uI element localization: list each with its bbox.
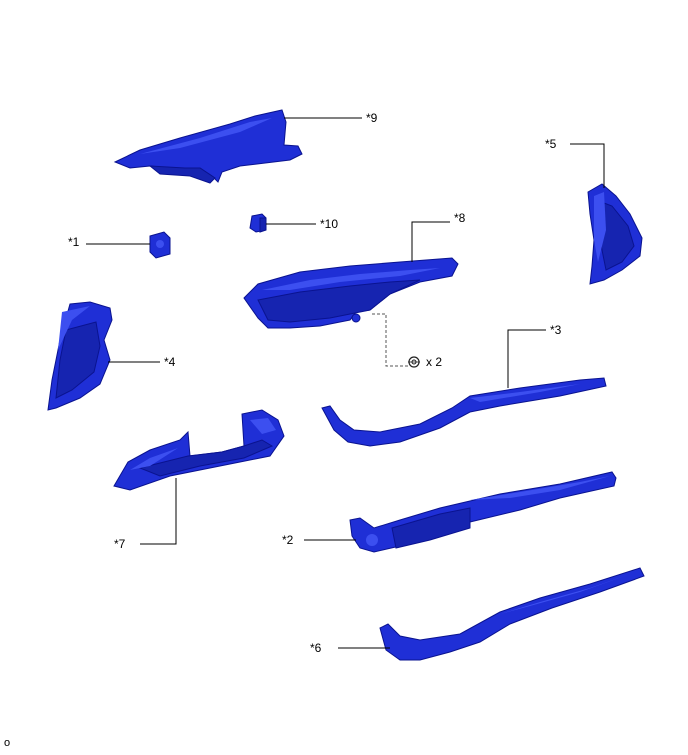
part-6-callout: *6 [310,641,322,655]
screw-icon [408,356,420,368]
part-3-leader [507,329,546,388]
part-8-leader [411,221,450,262]
part-5-illustration [587,183,643,285]
part-2-callout: *2 [282,533,294,547]
part-3-illustration [321,377,607,447]
part-7-leader [140,478,177,545]
part-7-illustration [113,409,285,491]
part-8-illustration [243,257,459,329]
part-6-illustration [379,567,645,661]
part-8-callout: *8 [454,211,466,225]
part-7-callout: *7 [114,537,126,551]
part-1-illustration [149,231,171,259]
part-9-illustration [113,109,303,184]
part-3-callout: *3 [550,323,562,337]
part-5-callout: *5 [545,137,557,151]
part-10-callout: *10 [320,217,338,231]
fastener-quantity: x 2 [426,355,442,369]
part-2-illustration [349,471,617,553]
part-4-callout: *4 [164,355,176,369]
part-10-illustration [249,213,267,233]
part-1-callout: *1 [68,235,80,249]
part-4-illustration [47,301,113,411]
part-9-callout: *9 [366,111,378,125]
part-5-leader [570,143,605,188]
figure-id: o [4,737,11,749]
fastener-dashed-line [372,313,408,367]
